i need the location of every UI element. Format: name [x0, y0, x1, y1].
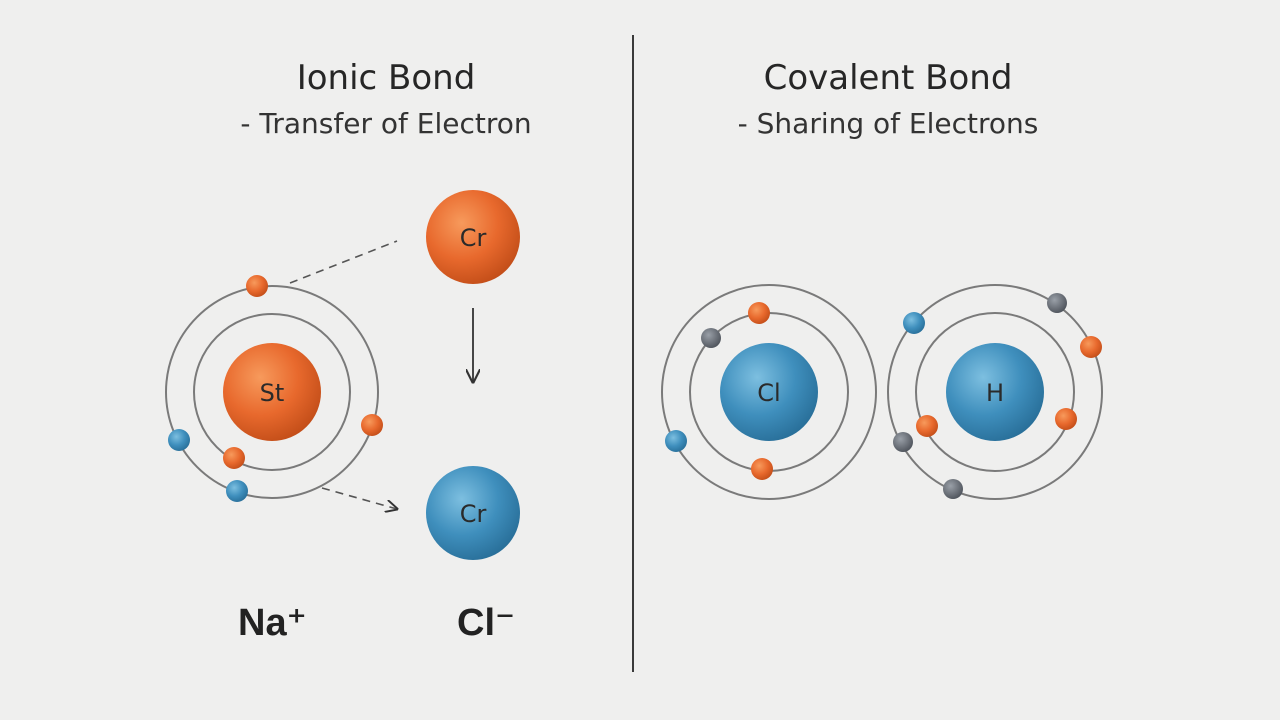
- outer-orbit: [165, 285, 379, 499]
- ionic-atom-orbits: [165, 285, 379, 499]
- electron-gray: [943, 479, 963, 499]
- ionic-nucleus-st: St: [223, 343, 321, 441]
- electron-orange: [361, 414, 383, 436]
- electron-blue: [168, 429, 190, 451]
- nucleus-label: St: [260, 379, 285, 407]
- covalent-subtitle: - Sharing of Electrons: [737, 107, 1039, 140]
- electron-orange: [748, 302, 770, 324]
- ion-label-cl: Cl⁻: [457, 602, 516, 644]
- transfer-dashed-line: [289, 240, 398, 284]
- electron-orange: [1055, 408, 1077, 430]
- ionic-atom-bottom: Cr: [426, 466, 520, 560]
- electron-blue: [665, 430, 687, 452]
- atom-label: Cr: [460, 500, 487, 528]
- electron-orange: [751, 458, 773, 480]
- atom-label: Cr: [460, 224, 487, 252]
- transfer-dashed-arrow: [321, 487, 397, 509]
- inner-orbit: [193, 313, 351, 471]
- electron-orange: [246, 275, 268, 297]
- covalent-right-orbits: [887, 284, 1103, 500]
- electron-orange: [1080, 336, 1102, 358]
- electron-gray: [1047, 293, 1067, 313]
- ion-label-na: Na⁺: [238, 602, 307, 644]
- nucleus-label: Cl: [757, 379, 780, 407]
- covalent-title: Covalent Bond: [763, 58, 1013, 98]
- electron-orange: [223, 447, 245, 469]
- electron-blue: [226, 480, 248, 502]
- electron-orange: [916, 415, 938, 437]
- electron-blue: [903, 312, 925, 334]
- covalent-nucleus-h: H: [946, 343, 1044, 441]
- electron-gray: [893, 432, 913, 452]
- ionic-subtitle: - Transfer of Electron: [240, 107, 532, 140]
- nucleus-label: H: [986, 379, 1004, 407]
- ionic-title: Ionic Bond: [296, 58, 476, 98]
- ionic-atom-top: Cr: [426, 190, 520, 284]
- covalent-nucleus-cl: Cl: [720, 343, 818, 441]
- electron-gray: [701, 328, 721, 348]
